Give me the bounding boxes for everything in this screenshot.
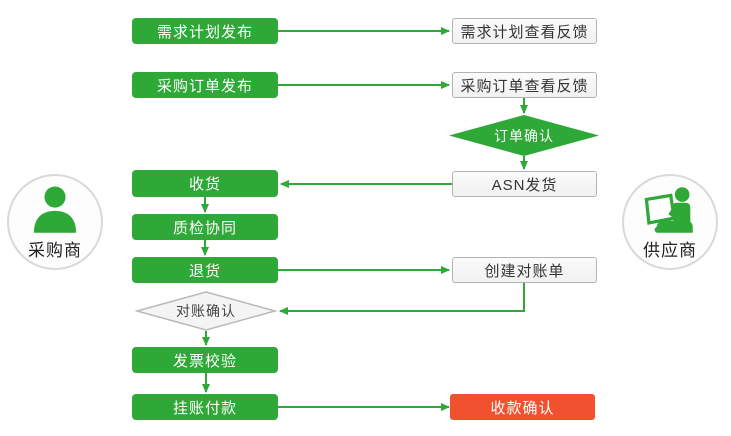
node-label: 质检协同 (172, 219, 237, 237)
node-statement-confirm-decision: 对账确认 (135, 291, 277, 331)
node-label: 需求计划发布 (156, 23, 253, 41)
node-label: 发票校验 (172, 352, 237, 370)
actor-supplier: 供应商 (622, 174, 718, 270)
node-order-confirm-decision: 订单确认 (449, 115, 599, 156)
node-label: 收款确认 (490, 399, 555, 417)
node-payment-receipt-confirm: 收款确认 (450, 394, 595, 420)
node-label: 订单确认 (494, 127, 554, 144)
person-laptop-icon (644, 187, 693, 233)
actor-label: 采购商 (28, 241, 82, 260)
node-asn-ship: ASN发货 (452, 171, 597, 197)
node-label: ASN发货 (491, 176, 558, 194)
diamond-shape (135, 291, 277, 331)
node-demand-plan-feedback: 需求计划查看反馈 (452, 18, 597, 44)
node-label: 收货 (188, 176, 221, 193)
node-return-goods: 退货 (132, 257, 278, 283)
node-label: 采购订单发布 (156, 77, 253, 95)
node-label: 挂账付款 (172, 399, 237, 417)
node-purchase-order-publish: 采购订单发布 (132, 72, 278, 98)
node-label: 对账确认 (176, 303, 236, 319)
node-label: 退货 (188, 262, 221, 280)
node-receive-goods: 收货 (132, 170, 278, 197)
actor-label: 供应商 (643, 241, 697, 260)
node-demand-plan-publish: 需求计划发布 (132, 18, 278, 44)
node-label: 创建对账单 (484, 262, 565, 280)
node-label: 采购订单查看反馈 (460, 77, 589, 95)
node-label: 需求计划查看反馈 (460, 23, 589, 41)
node-create-statement: 创建对账单 (452, 257, 597, 283)
node-quality-inspection: 质检协同 (132, 214, 278, 240)
node-invoice-verify: 发票校验 (132, 347, 278, 373)
node-purchase-order-feedback: 采购订单查看反馈 (452, 72, 597, 98)
diamond-shape (449, 115, 599, 156)
node-payment-on-account: 挂账付款 (132, 394, 278, 420)
person-icon (33, 186, 77, 233)
actor-buyer: 采购商 (7, 174, 103, 270)
